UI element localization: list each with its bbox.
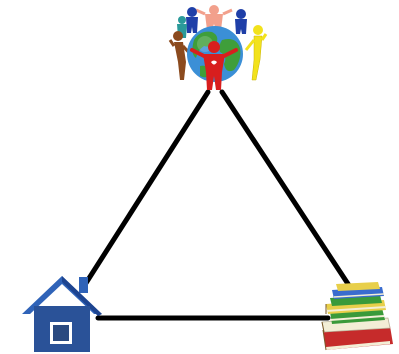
house-icon — [22, 276, 102, 352]
triangle-edges — [86, 92, 352, 318]
chimney — [79, 277, 88, 293]
edge-community-school — [222, 92, 352, 290]
books-icon — [322, 282, 393, 350]
globe-people-icon — [170, 5, 266, 90]
edge-community-home — [86, 92, 208, 283]
